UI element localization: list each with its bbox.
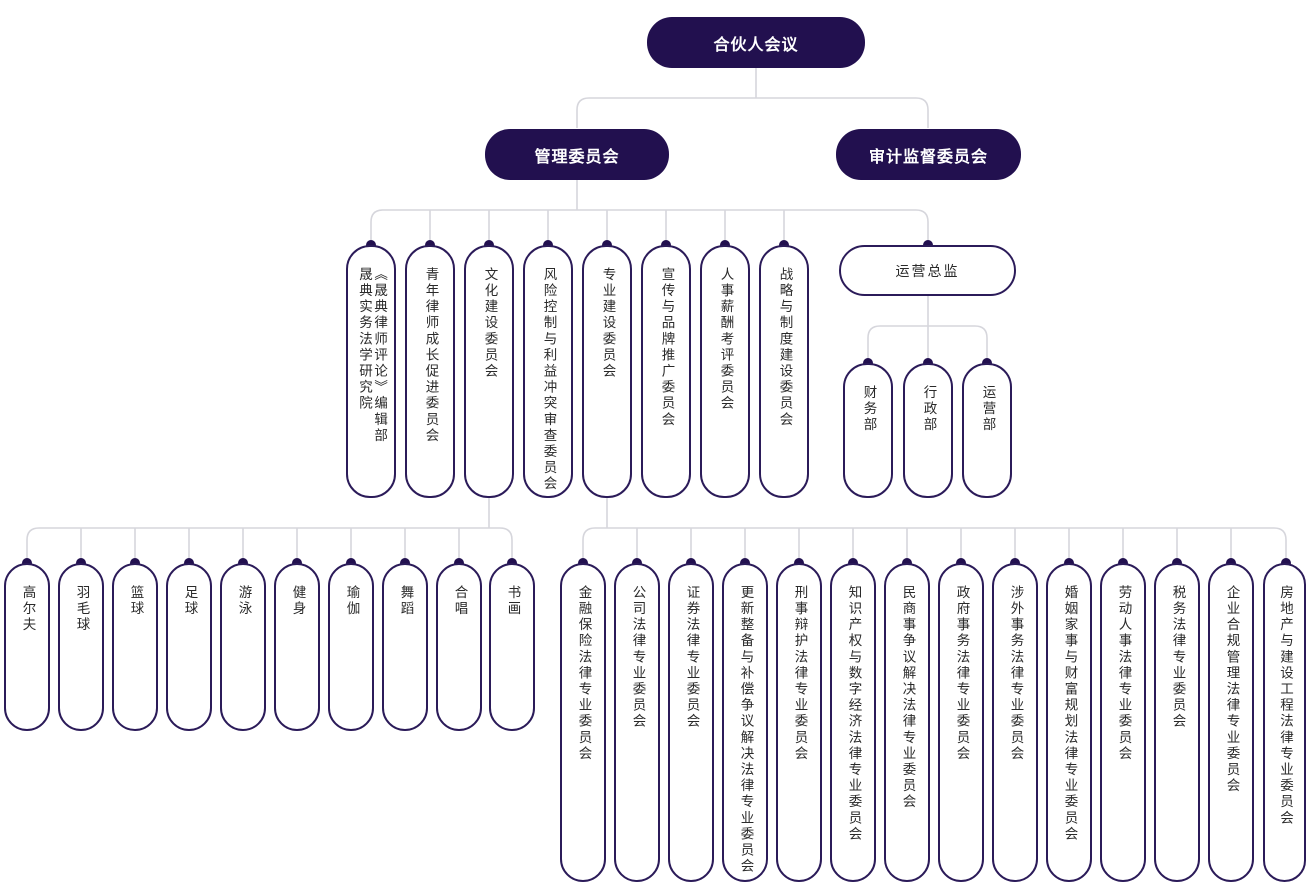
node-label: 足球 xyxy=(181,585,198,618)
node-club: 健身 xyxy=(274,563,320,731)
node-risk-control-committee: 风险控制与利益冲突审查委员会 xyxy=(523,245,573,498)
node-practice-group: 政府事务法律专业委员会 xyxy=(938,563,984,882)
node-label: 金融保险法律专业委员会 xyxy=(575,585,592,763)
node-label: 审计监督委员会 xyxy=(868,146,988,166)
node-label: 专业建设委员会 xyxy=(599,267,616,380)
node-research-institute-and-review: 《晟典律师评论》编辑部 晟典实务法学研究院 xyxy=(346,245,396,498)
node-label: 刑事辩护法律专业委员会 xyxy=(791,585,808,763)
node-label: 公司法律专业委员会 xyxy=(629,585,646,730)
node-label: 健身 xyxy=(289,585,306,618)
node-label: 《晟典律师评论》编辑部 xyxy=(371,267,388,445)
node-operations-director: 运营总监 xyxy=(839,245,1016,296)
node-label: 文化建设委员会 xyxy=(481,267,498,380)
node-management-committee: 管理委员会 xyxy=(485,129,669,180)
node-club: 合唱 xyxy=(436,563,482,731)
node-label: 书画 xyxy=(504,585,521,618)
node-label: 羽毛球 xyxy=(73,585,90,634)
node-label: 婚姻家事与财富规划法律专业委员会 xyxy=(1061,585,1078,843)
node-hr-committee: 人事薪酬考评委员会 xyxy=(700,245,750,498)
node-label: 合伙人会议 xyxy=(713,34,799,54)
node-practice-group: 民商事争议解决法律专业委员会 xyxy=(884,563,930,882)
node-label: 涉外事务法律专业委员会 xyxy=(1007,585,1024,763)
node-label: 知识产权与数字经济法律专业委员会 xyxy=(845,585,862,843)
node-label: 合唱 xyxy=(451,585,468,618)
node-partners-meeting: 合伙人会议 xyxy=(647,17,865,68)
node-practice-group: 金融保险法律专业委员会 xyxy=(560,563,606,882)
node-practice-group: 公司法律专业委员会 xyxy=(614,563,660,882)
node-audit-committee: 审计监督委员会 xyxy=(836,129,1021,180)
node-club: 游泳 xyxy=(220,563,266,731)
node-young-lawyers-committee: 青年律师成长促进委员会 xyxy=(405,245,455,498)
node-club: 足球 xyxy=(166,563,212,731)
node-label: 民商事争议解决法律专业委员会 xyxy=(899,585,916,811)
node-label: 企业合规管理法律专业委员会 xyxy=(1223,585,1240,795)
node-strategy-committee: 战略与制度建设委员会 xyxy=(759,245,809,498)
node-label: 晟典实务法学研究院 xyxy=(356,267,372,412)
node-label: 战略与制度建设委员会 xyxy=(776,267,793,428)
node-practice-group: 刑事辩护法律专业委员会 xyxy=(776,563,822,882)
node-label: 运营总监 xyxy=(895,263,960,280)
node-label: 高尔夫 xyxy=(19,585,36,634)
node-practice-group: 劳动人事法律专业委员会 xyxy=(1100,563,1146,882)
node-practice-group: 知识产权与数字经济法律专业委员会 xyxy=(830,563,876,882)
node-finance-dept: 财务部 xyxy=(843,363,893,498)
node-label: 运营部 xyxy=(979,385,996,434)
node-club: 羽毛球 xyxy=(58,563,104,731)
node-label: 篮球 xyxy=(127,585,144,618)
node-practice-group: 企业合规管理法律专业委员会 xyxy=(1208,563,1254,882)
node-label: 瑜伽 xyxy=(343,585,360,618)
node-label: 劳动人事法律专业委员会 xyxy=(1115,585,1132,763)
node-club: 书画 xyxy=(489,563,535,731)
node-club: 篮球 xyxy=(112,563,158,731)
node-label: 政府事务法律专业委员会 xyxy=(953,585,970,763)
node-club: 高尔夫 xyxy=(4,563,50,731)
node-practice-group: 更新整备与补偿争议解决法律专业委员会 xyxy=(722,563,768,882)
node-branding-committee: 宣传与品牌推广委员会 xyxy=(641,245,691,498)
node-label: 风险控制与利益冲突审查委员会 xyxy=(540,267,557,493)
node-admin-dept: 行政部 xyxy=(903,363,953,498)
node-label: 游泳 xyxy=(235,585,252,618)
node-club: 舞蹈 xyxy=(382,563,428,731)
node-label: 管理委员会 xyxy=(534,146,620,166)
node-operations-dept: 运营部 xyxy=(962,363,1012,498)
node-practice-group: 涉外事务法律专业委员会 xyxy=(992,563,1038,882)
node-professional-committee: 专业建设委员会 xyxy=(582,245,632,498)
node-label: 证券法律专业委员会 xyxy=(683,585,700,730)
node-label: 更新整备与补偿争议解决法律专业委员会 xyxy=(737,585,754,875)
node-label: 人事薪酬考评委员会 xyxy=(717,267,734,412)
node-label: 行政部 xyxy=(920,385,937,434)
node-label: 财务部 xyxy=(860,385,877,434)
node-practice-group: 房地产与建设工程法律专业委员会 xyxy=(1263,563,1306,882)
node-practice-group: 税务法律专业委员会 xyxy=(1154,563,1200,882)
node-label: 房地产与建设工程法律专业委员会 xyxy=(1277,585,1294,827)
node-practice-group: 证券法律专业委员会 xyxy=(668,563,714,882)
node-culture-committee: 文化建设委员会 xyxy=(464,245,514,498)
node-label: 舞蹈 xyxy=(397,585,414,618)
node-label: 税务法律专业委员会 xyxy=(1169,585,1186,730)
node-label: 青年律师成长促进委员会 xyxy=(422,267,439,445)
node-club: 瑜伽 xyxy=(328,563,374,731)
node-label: 宣传与品牌推广委员会 xyxy=(658,267,675,428)
node-practice-group: 婚姻家事与财富规划法律专业委员会 xyxy=(1046,563,1092,882)
